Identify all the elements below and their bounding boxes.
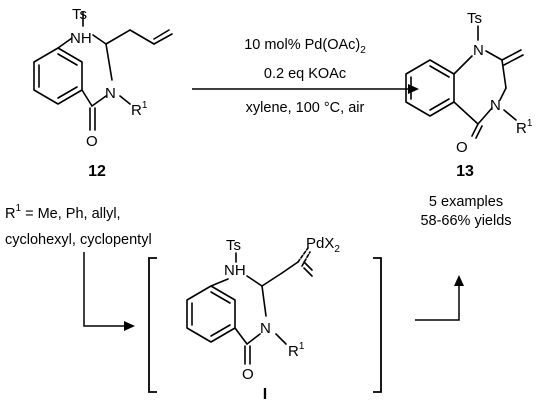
substituent-list: R1 = Me, Ph, allyl, cyclohexyl, cyclopen… <box>5 203 152 248</box>
benzene-ring <box>33 47 83 105</box>
product-r1-label: R1 <box>516 118 533 137</box>
intermediate-I: Ts NH N O R1 PdX2 I <box>148 235 382 403</box>
catalyst-text: 10 mol% Pd(OAc)2 <box>244 37 366 56</box>
intermediate-skeleton-bonds <box>210 252 313 365</box>
nh-label: NH <box>70 30 92 47</box>
substituent-line-2: cyclohexyl, cyclopentyl <box>5 232 152 248</box>
pd-coordination-bonds <box>297 247 311 267</box>
product-carbonyl-o-label: O <box>456 139 468 156</box>
intermediate-o-label: O <box>242 366 254 383</box>
product-n1-label: N <box>473 42 484 59</box>
yield-range: 58-66% yields <box>420 213 511 229</box>
substituent-line-1: R1 = Me, Ph, allyl, <box>5 203 121 222</box>
reaction-conditions: 10 mol% Pd(OAc)2 0.2 eq KOAc xylene, 100… <box>192 37 419 116</box>
mechanism-arrow-to-product <box>415 275 464 321</box>
carbonyl-o-label: O <box>86 133 98 150</box>
compound-number-12: 12 <box>88 163 106 180</box>
intermediate-label-I: I <box>263 386 267 403</box>
intermediate-tosyl-label: Ts <box>226 237 241 254</box>
amide-n-label: N <box>105 85 116 102</box>
intermediate-r1-label: R1 <box>288 341 305 360</box>
examples-count: 5 examples <box>429 194 503 210</box>
right-bracket <box>373 257 382 393</box>
reaction-arrow-head <box>408 84 419 94</box>
base-text: 0.2 eq KOAc <box>264 66 346 82</box>
compound-number-13: 13 <box>456 163 474 180</box>
skeleton-bonds <box>57 11 173 131</box>
starting-material-12: Ts NH N O R1 12 <box>33 6 173 180</box>
intermediate-benzene-ring <box>186 285 236 343</box>
product-13: Ts N N O R1 13 <box>405 10 533 180</box>
intermediate-n-label: N <box>260 320 271 337</box>
diazepine-ring-bonds <box>453 25 524 139</box>
r1-label: R1 <box>131 100 148 119</box>
tosyl-label: Ts <box>72 6 87 23</box>
mechanism-arrow-to-intermediate <box>83 252 135 331</box>
product-tosyl-label: Ts <box>467 10 482 27</box>
palladium-label: PdX2 <box>306 235 340 255</box>
solvent-text: xylene, 100 °C, air <box>246 100 365 116</box>
left-bracket <box>148 257 157 393</box>
intermediate-nh-label: NH <box>224 262 246 279</box>
product-n4-label: N <box>490 97 501 114</box>
scope-note: 5 examples 58-66% yields <box>420 194 511 229</box>
